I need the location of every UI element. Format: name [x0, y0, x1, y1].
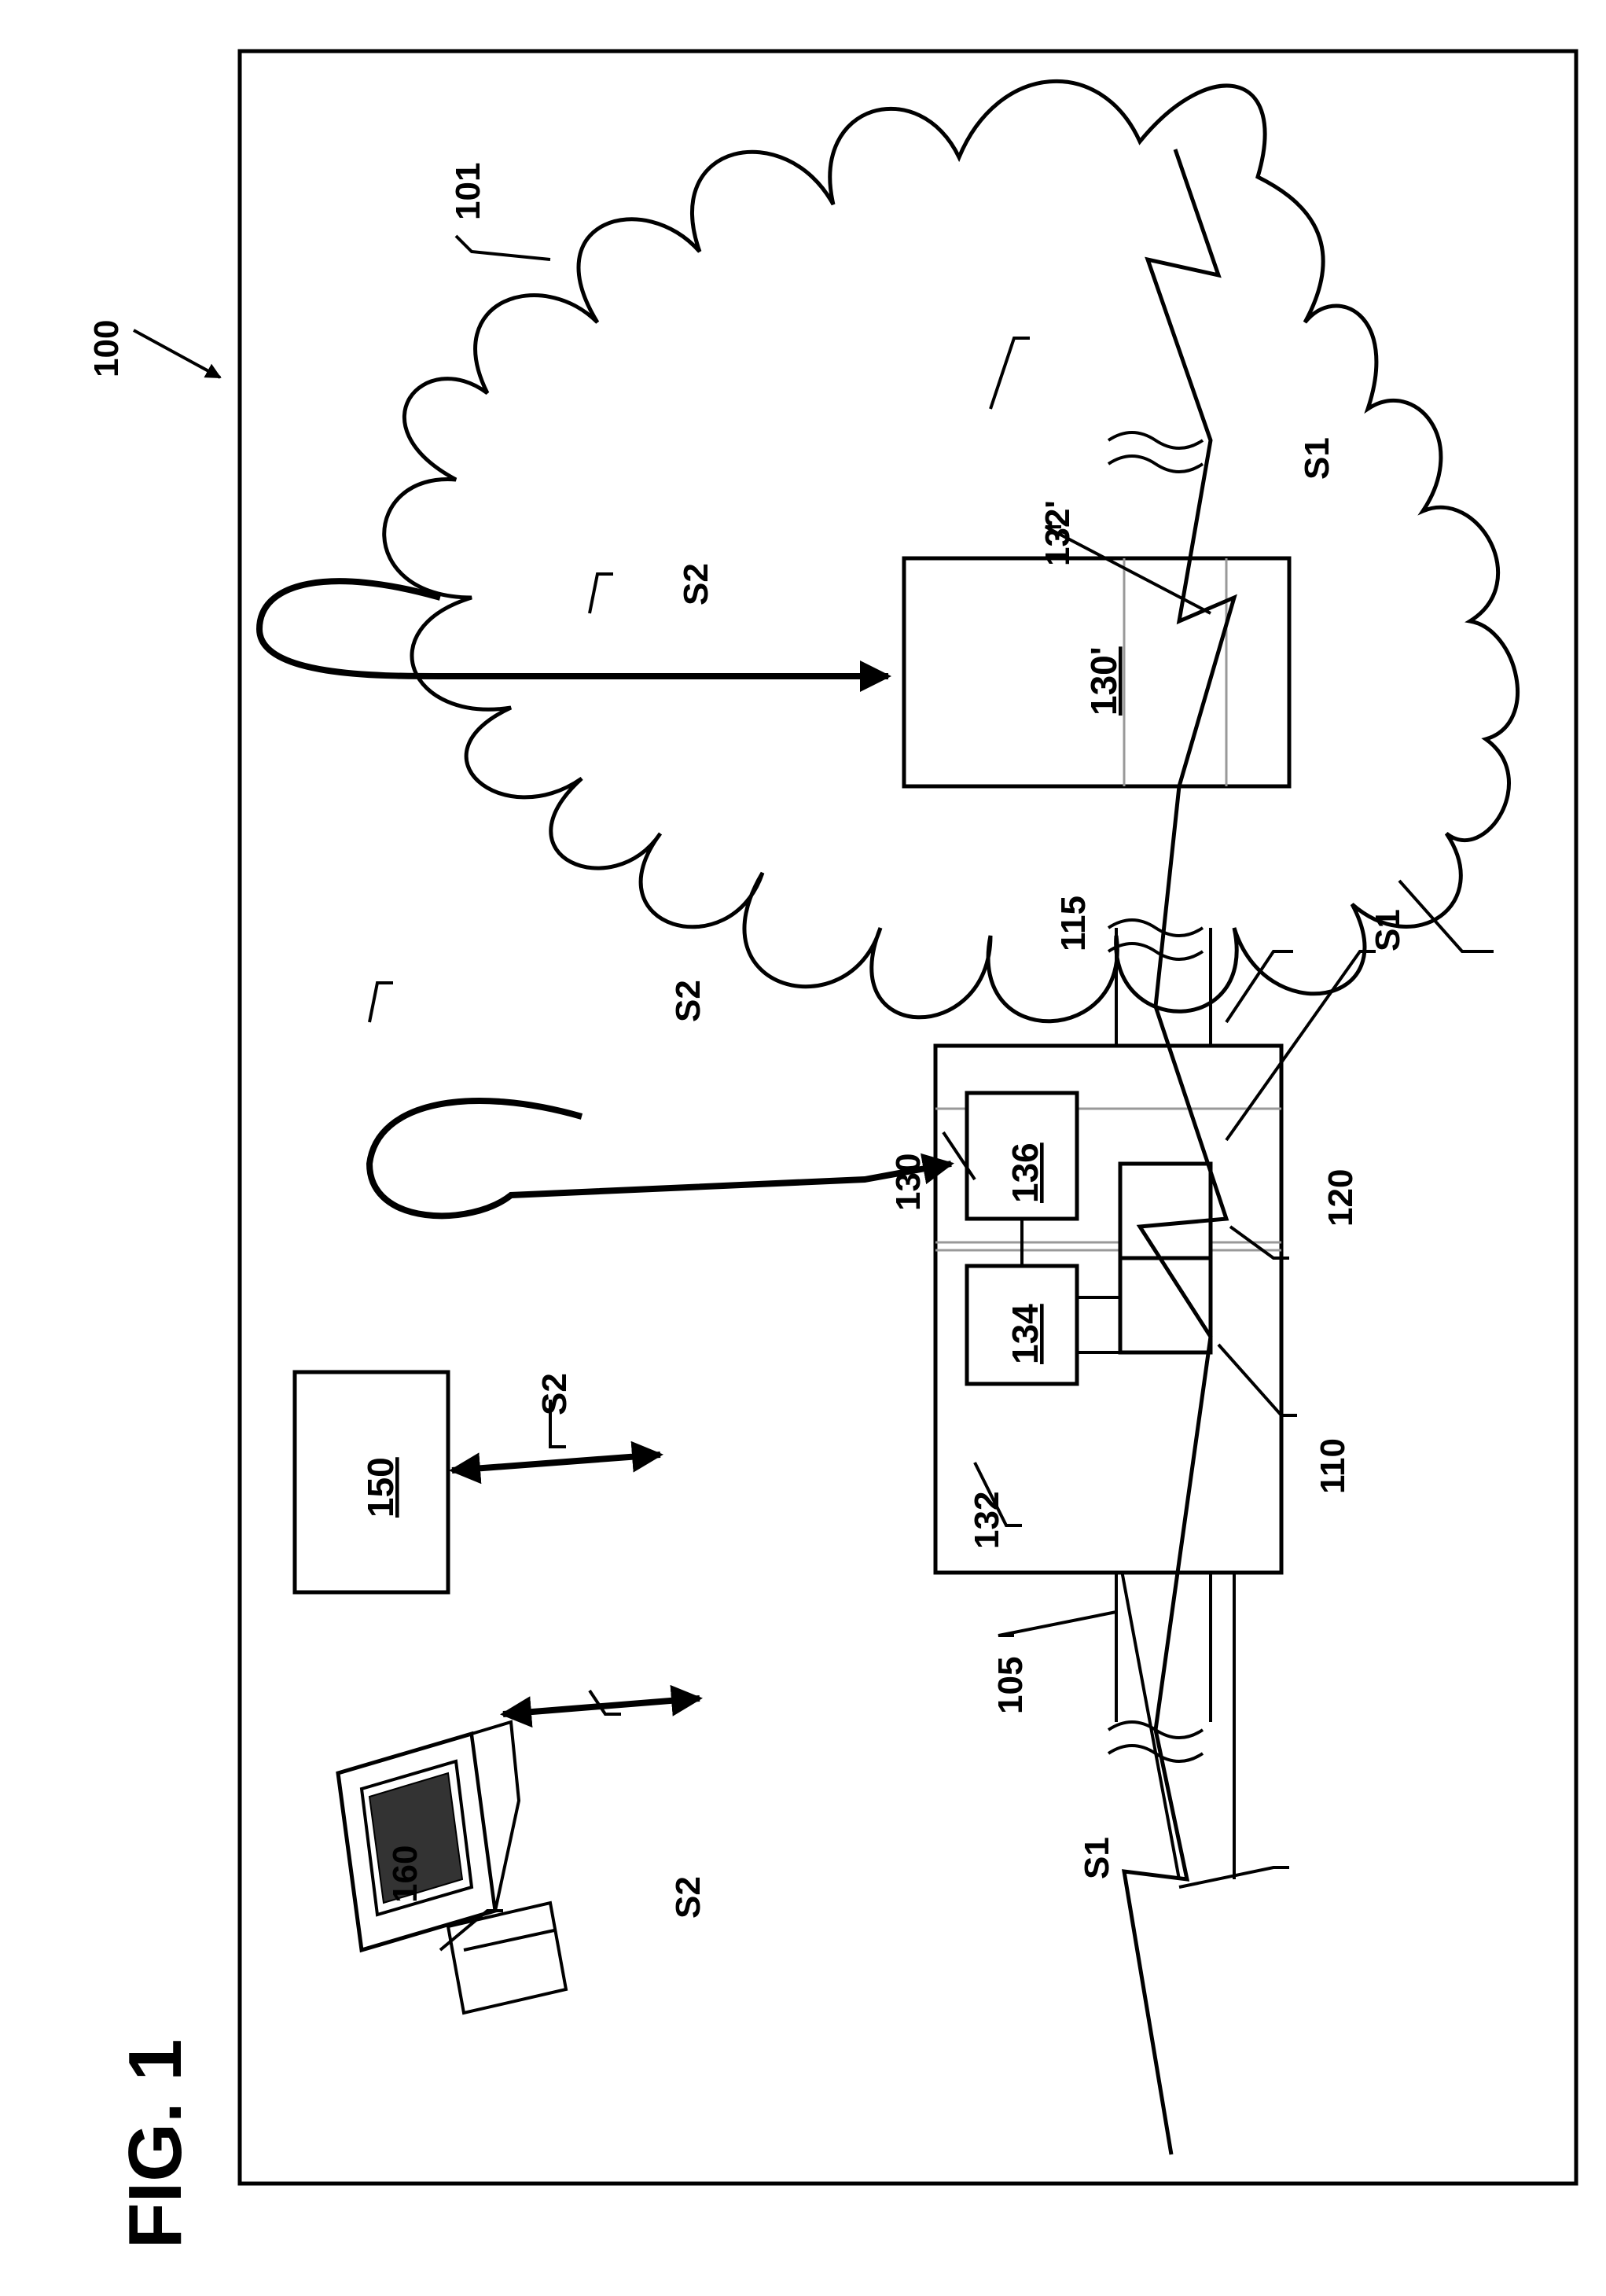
label-module-134: 134	[1005, 1304, 1046, 1364]
double-arrow-icon	[452, 1455, 660, 1470]
label-terminal-160: 160	[386, 1845, 424, 1903]
label-s1-bottom: S1	[1078, 1837, 1116, 1879]
label-s1-right: S1	[1298, 437, 1336, 480]
junction-box	[1120, 1164, 1211, 1258]
label-module-136: 136	[1005, 1142, 1046, 1203]
desktop-computer-icon	[338, 1722, 566, 2013]
label-node-130prime: 130'	[1083, 646, 1124, 716]
label-s1-top: S1	[1369, 909, 1407, 951]
label-system-100: 100	[87, 320, 126, 377]
label-junction-120: 120	[1321, 1169, 1360, 1227]
loop-arrow-to-node-130	[369, 1101, 951, 1216]
loop-arrow-to-node-130prime	[259, 581, 888, 676]
label-s2-middle: S2	[669, 980, 707, 1022]
label-bus-115: 115	[1054, 896, 1093, 951]
label-s2-terminal: S2	[669, 1876, 707, 1919]
label-s2-server: S2	[535, 1373, 574, 1415]
junction-box	[1120, 1258, 1211, 1352]
label-junction-110: 110	[1314, 1438, 1352, 1494]
label-bus-132prime: 132'	[1038, 500, 1077, 566]
label-cloud-101: 101	[449, 163, 487, 220]
label-server-150: 150	[360, 1457, 401, 1518]
label-bus-132: 132	[968, 1492, 1006, 1549]
label-bus-105: 105	[991, 1657, 1030, 1714]
label-s2-upper: S2	[677, 563, 715, 605]
label-node-130: 130	[889, 1154, 928, 1211]
figure-title: FIG. 1	[113, 2039, 197, 2249]
network-cloud	[384, 81, 1518, 1021]
